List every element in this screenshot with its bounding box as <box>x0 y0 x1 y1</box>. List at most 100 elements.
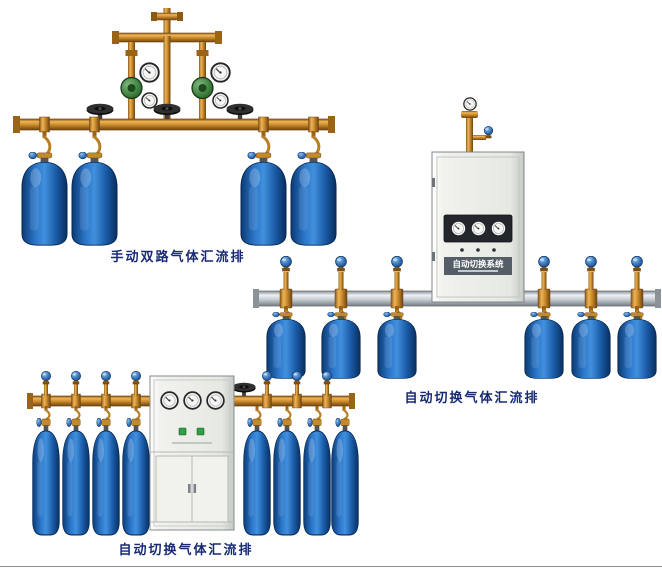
blue-valve-cap <box>321 371 333 385</box>
green-button <box>196 427 205 436</box>
pressure-gauge <box>160 391 179 410</box>
hex-nut <box>177 12 183 21</box>
riser-valve <box>630 256 644 324</box>
door-handle <box>193 484 197 493</box>
manual-dual-manifold-graphic <box>13 8 337 246</box>
union-nut <box>125 50 138 56</box>
gas-cylinder <box>273 418 301 536</box>
gas-cylinder <box>617 312 657 379</box>
riser-valve <box>40 371 52 421</box>
pipe-end-cap <box>215 31 222 44</box>
riser-valve <box>130 371 142 421</box>
control-cabinet-2 <box>149 375 235 531</box>
gas-cylinder <box>62 418 90 536</box>
rail-end-cap <box>655 289 661 308</box>
valve-handwheel <box>226 103 254 119</box>
pipe-end-cap <box>328 116 335 133</box>
caption-auto-switch-manifold-2: 自动切换气体汇流排 <box>118 543 254 558</box>
control-cabinet: 自动切换系统 <box>431 97 525 303</box>
gas-cylinder <box>524 312 564 379</box>
gas-cylinder <box>571 312 611 379</box>
pipe-end-cap <box>349 393 355 409</box>
riser-valve <box>279 256 293 324</box>
caption-manual-dual-manifold: 手动双路气体汇流排 <box>110 250 246 265</box>
cylinder-drop-connector <box>342 406 349 421</box>
cabinet-hinge <box>432 252 435 261</box>
gas-cylinder <box>321 312 361 379</box>
blue-valve-cap <box>483 126 494 139</box>
riser-valve <box>285 371 303 421</box>
riser-valve <box>537 256 551 324</box>
valve-handwheel <box>153 103 181 119</box>
door-handle <box>188 484 191 493</box>
gas-cylinder <box>240 152 287 246</box>
blue-valve-cap <box>391 256 403 272</box>
indicator-dot <box>476 248 480 252</box>
valve-handwheel <box>86 103 114 119</box>
blue-valve-cap <box>631 256 643 272</box>
blue-valve-cap <box>70 371 82 385</box>
cabinet-door <box>155 455 193 523</box>
gas-cylinder <box>71 152 118 246</box>
cylinder-drop-connector <box>258 116 271 157</box>
pressure-gauge <box>212 92 229 109</box>
blue-valve-cap <box>100 371 112 385</box>
gas-cylinder <box>243 418 271 536</box>
green-button <box>178 427 187 436</box>
gas-cylinder <box>303 418 331 536</box>
gas-cylinder <box>21 152 68 246</box>
auto-switch-manifold2-graphic <box>27 371 359 536</box>
cylinder-drop-connector <box>89 116 102 157</box>
rail-end-cap <box>253 289 259 308</box>
riser-valve <box>100 371 112 421</box>
riser-valve <box>255 371 273 421</box>
pressure-gauge <box>206 391 225 410</box>
gas-cylinder <box>92 418 120 536</box>
center-down-pipe <box>163 36 171 122</box>
pressure-gauge <box>210 62 231 83</box>
down-pipe <box>199 42 206 78</box>
riser-valve <box>70 371 82 421</box>
caption-auto-switch-manifold: 自动切换气体汇流排 <box>404 391 540 406</box>
blue-valve-cap <box>280 256 292 272</box>
blue-valve-cap <box>538 256 550 272</box>
riser-valve <box>315 371 333 421</box>
union-nut <box>196 50 209 56</box>
blue-valve-cap <box>291 371 303 385</box>
top-riser-pipe <box>163 8 171 38</box>
gas-cylinder <box>290 152 337 246</box>
pressure-regulator-right <box>191 62 231 122</box>
cylinder-drop-connector <box>308 116 321 157</box>
pressure-gauge <box>139 62 160 83</box>
pressure-gauge <box>490 220 507 237</box>
cylinder-drop-connector <box>39 116 52 157</box>
blue-valve-cap <box>40 371 52 385</box>
pressure-gauge <box>470 220 487 237</box>
bottom-divider <box>0 566 662 567</box>
cabinet-label: 自动切换系统 <box>452 259 504 270</box>
indicator-dot <box>492 248 496 252</box>
pressure-regulator-left <box>120 62 160 122</box>
cabinet-door <box>191 455 229 523</box>
riser-valve <box>334 256 348 324</box>
pipe-end-cap <box>112 31 119 44</box>
gas-cylinder <box>32 418 60 536</box>
blue-valve-cap <box>130 371 142 385</box>
blue-valve-cap <box>335 256 347 272</box>
gas-cylinder <box>331 418 359 536</box>
indicator-dot <box>460 248 464 252</box>
pressure-gauge <box>450 220 467 237</box>
gas-cylinder <box>122 418 150 536</box>
down-pipe <box>128 42 135 78</box>
cabinet-top-pipe <box>466 116 473 156</box>
riser-valve <box>390 256 404 324</box>
blue-valve-cap <box>585 256 597 272</box>
pressure-gauge <box>463 97 477 111</box>
pressure-gauge <box>183 391 202 410</box>
blue-valve-cap <box>261 371 273 385</box>
riser-valve <box>584 256 598 324</box>
gas-cylinder <box>377 312 417 379</box>
gas-cylinder <box>266 312 306 379</box>
